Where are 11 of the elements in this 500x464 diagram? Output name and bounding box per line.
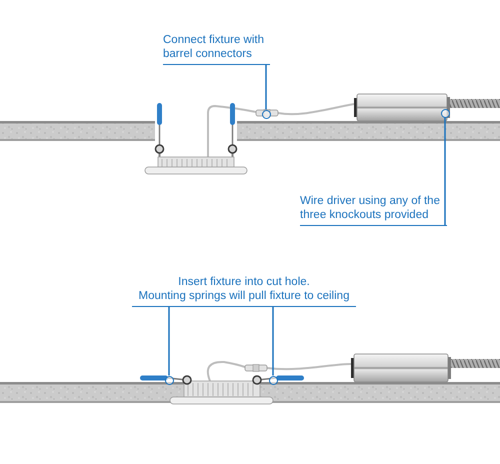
callout-text: Insert fixture into cut hole. Mounting springs will pull fixture to ceiling xyxy=(132,275,356,307)
callout-text: Connect fixture with barrel connectors xyxy=(163,33,270,65)
callout-text: Wire driver using any of the three knockouts provided xyxy=(300,194,447,226)
leader-line xyxy=(272,306,274,376)
target-ring-icon xyxy=(262,110,270,118)
leader-line xyxy=(444,118,446,226)
target-ring-icon xyxy=(164,376,174,384)
target-ring-icon xyxy=(268,376,278,384)
leader-line xyxy=(265,64,267,110)
target-ring-icon xyxy=(440,108,450,118)
leader-line xyxy=(168,306,170,376)
